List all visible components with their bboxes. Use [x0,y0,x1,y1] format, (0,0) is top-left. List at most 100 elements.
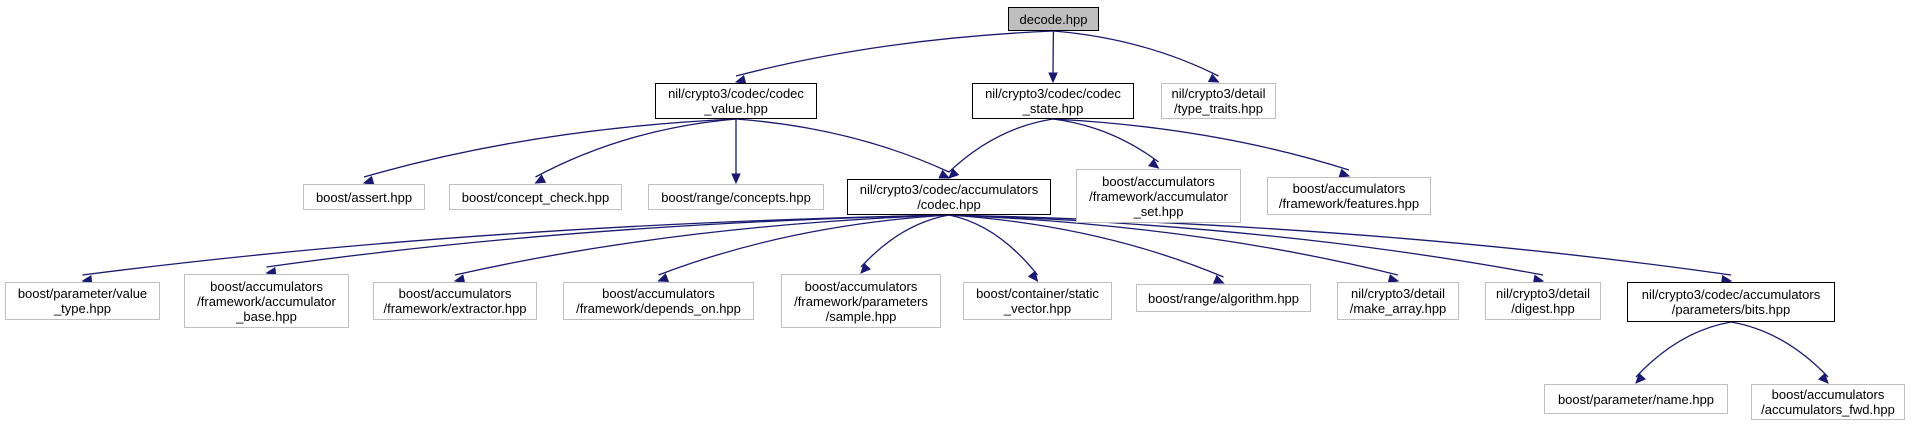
node-label-line: /digest.hpp [1511,301,1575,316]
node-label-line: _vector.hpp [1003,301,1072,316]
edge-acc_codec-to-digest [948,214,1544,276]
node-assert: boost/assert.hpp [303,184,425,210]
arrowhead-icon [1207,73,1220,83]
node-make-array: nil/crypto3/detail/make_array.hpp [1337,282,1459,320]
node-label-line: boost/range/concepts.hpp [661,189,811,205]
node-label-line: boost/accumulators [602,286,715,301]
edge-codec_value-to-assert [363,118,737,178]
edge-acc_codec-to-value_type [82,214,950,276]
edge-codec_value-to-concept_check [535,118,737,178]
node-label-line: boost/accumulators [804,278,918,294]
node-label-line: nil/crypto3/codec/accumulators [1641,287,1821,302]
edge-acc_codec-to-bits [948,214,1732,276]
node-label-line: nil/crypto3/detail [1496,286,1590,301]
node-label-line: boost/range/algorithm.hpp [1147,290,1300,306]
edge-acc_codec-to-accumulator_base [266,214,950,268]
node-label-line: _base.hpp [236,308,297,324]
node-codec-value[interactable]: nil/crypto3/codec/codec_value.hpp [655,83,817,119]
edge-acc_codec-to-sample [860,214,950,268]
node-label-line: nil/crypto3/detail [1171,86,1266,101]
arrowhead-icon [453,274,466,284]
arrowhead-icon [731,173,741,185]
node-label-line: nil/crypto3/codec/codec [668,86,804,101]
node-label-line: _type.hpp [53,301,112,316]
arrowhead-icon [1148,158,1160,169]
edge-decode-to-type_traits [1053,30,1219,77]
node-label-line: boost/accumulators [398,286,512,301]
node-param-name: boost/parameter/name.hpp [1544,384,1728,414]
node-static-vector: boost/container/static_vector.hpp [963,282,1112,320]
edge-bits-to-accumulators_fwd [1730,321,1829,378]
arrowhead-icon [948,168,960,179]
node-label-line: nil/crypto3/codec/accumulators [859,182,1039,197]
node-label-line: /type_traits.hpp [1174,101,1263,116]
arrowhead-icon [938,169,951,179]
node-label-line: nil/crypto3/detail [1351,286,1445,301]
node-label-line: /framework/parameters [794,293,928,309]
edge-acc_codec-to-depends_on [658,214,950,276]
node-label-line: _value.hpp [704,101,768,116]
node-acc-codec[interactable]: nil/crypto3/codec/accumulators/codec.hpp [847,179,1051,215]
node-type-traits: nil/crypto3/detail/type_traits.hpp [1161,83,1276,119]
node-accumulator-base: boost/accumulators/framework/accumulator… [184,274,349,328]
arrowhead-icon [1387,274,1400,284]
node-label-line: boost/accumulators [1102,173,1215,189]
node-label-line: boost/concept_check.hpp [461,189,610,205]
node-label-line: decode.hpp [1019,11,1088,27]
node-label-line: /framework/extractor.hpp [383,301,527,316]
node-codec-state[interactable]: nil/crypto3/codec/codec_state.hpp [972,83,1134,119]
edge-acc_codec-to-extractor [454,214,950,276]
arrowhead-icon [1338,168,1351,178]
node-digest: nil/crypto3/detail/digest.hpp [1485,282,1601,320]
node-sample: boost/accumulators/framework/parameters/… [781,274,941,328]
arrowhead-icon [1212,274,1225,284]
arrowhead-icon [362,175,375,185]
edge-codec_state-to-accumulator_set [1052,118,1159,163]
node-label-line: _state.hpp [1022,101,1084,116]
arrowhead-icon [1817,372,1829,384]
edge-codec_value-to-acc_codec [735,118,950,173]
arrowhead-icon [1635,372,1646,384]
node-bits[interactable]: nil/crypto3/codec/accumulators/parameter… [1627,282,1835,322]
node-extractor: boost/accumulators/framework/extractor.h… [373,282,537,320]
node-label-line: /framework/features.hpp [1278,196,1420,211]
edge-codec_state-to-features [1052,118,1350,171]
edge-decode-to-codec_state [1052,30,1055,77]
edge-codec_state-to-acc_codec [948,118,1054,173]
node-label-line: /framework/accumulator [197,293,336,309]
node-label-line: boost/parameter/name.hpp [1557,391,1715,407]
arrowhead-icon [860,262,871,274]
node-label-line: boost/accumulators [1292,181,1406,196]
edge-acc_codec-to-range_algorithm [948,214,1224,278]
node-range-algorithm: boost/range/algorithm.hpp [1136,284,1311,312]
arrowhead-icon [1048,72,1058,84]
node-label-line: boost/assert.hpp [315,189,413,205]
node-depends-on: boost/accumulators/framework/depends_on.… [563,282,754,320]
node-label-line: boost/accumulators [1771,387,1885,402]
node-decode[interactable]: decode.hpp [1008,7,1099,31]
node-label-line: /accumulators_fwd.hpp [1761,402,1895,417]
edge-decode-to-codec_value [735,30,1054,77]
arrowhead-icon [534,174,547,184]
edge-acc_codec-to-static_vector [948,214,1039,276]
node-label-line: /make_array.hpp [1349,301,1447,316]
edge-bits-to-param_name [1635,321,1732,378]
node-label-line: _set.hpp [1133,203,1184,219]
node-label-line: nil/crypto3/codec/codec [985,86,1121,101]
node-concept-check: boost/concept_check.hpp [449,184,622,210]
node-features: boost/accumulators/framework/features.hp… [1267,177,1431,215]
node-label-line: boost/container/static [976,286,1099,301]
node-label-line: boost/accumulators [210,278,323,294]
node-range-concepts: boost/range/concepts.hpp [648,184,824,210]
arrowhead-icon [1027,270,1039,282]
node-accumulator-set: boost/accumulators/framework/accumulator… [1076,169,1241,223]
node-label-line: /codec.hpp [917,197,981,212]
node-label-line: /parameters/bits.hpp [1671,302,1791,317]
node-label-line: /framework/depends_on.hpp [576,301,741,316]
arrowhead-icon [657,273,670,283]
arrowhead-icon [734,74,747,85]
node-value-type: boost/parameter/value_type.hpp [5,282,160,320]
node-label-line: /framework/accumulator [1089,188,1228,204]
